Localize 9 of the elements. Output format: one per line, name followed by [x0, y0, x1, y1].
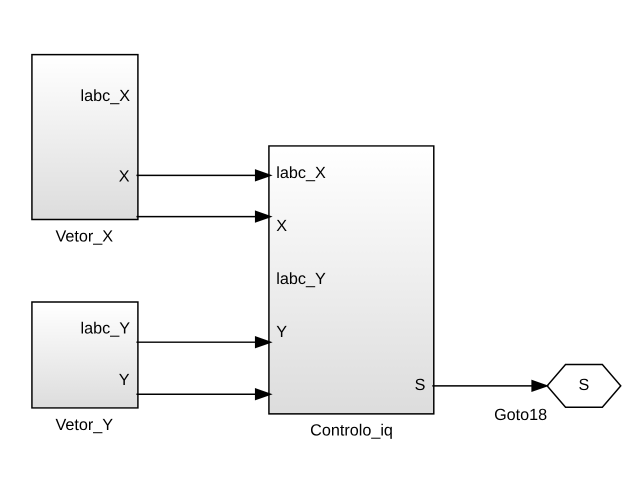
arrow	[136, 210, 273, 223]
node-label: Vetor_X	[55, 227, 114, 246]
arrow	[136, 169, 273, 182]
node-label: Controlo_iq	[310, 422, 393, 440]
arrow	[136, 336, 273, 348]
node-label: Vetor_Y	[55, 416, 114, 434]
node-label: Goto18	[494, 406, 548, 424]
arrow	[136, 388, 273, 400]
arrow	[432, 380, 550, 392]
